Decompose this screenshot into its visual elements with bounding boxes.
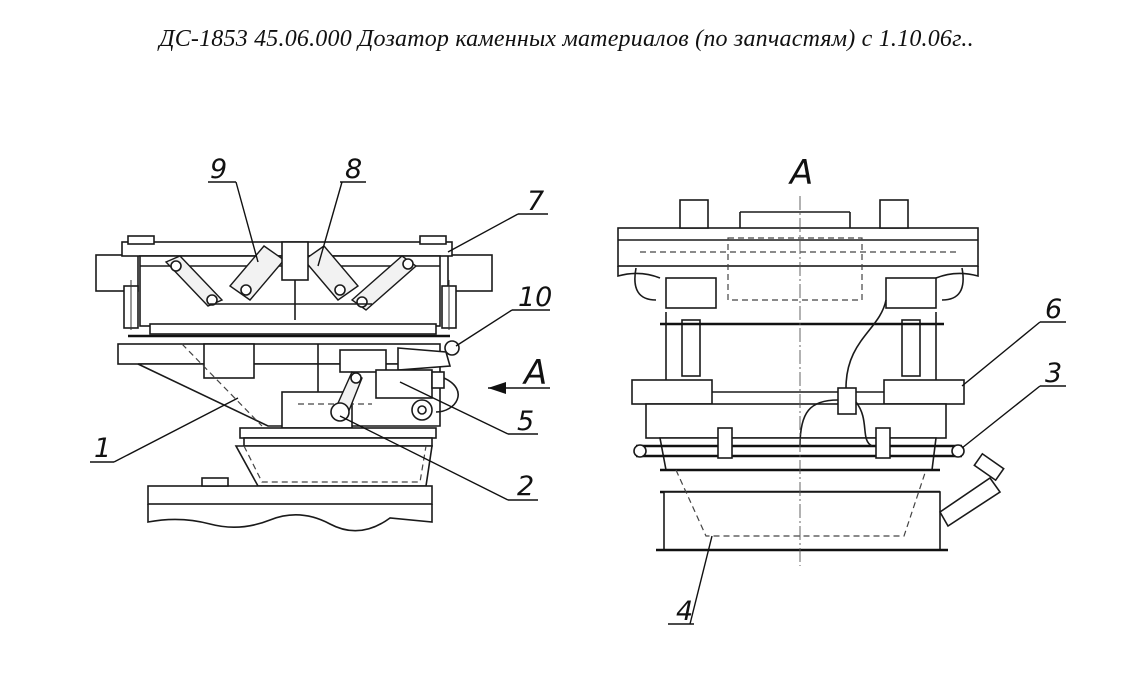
- callout-7: 7: [447, 186, 548, 253]
- front-view: [95, 235, 493, 532]
- callout-1: 1: [90, 397, 239, 464]
- callout-8: 8: [317, 154, 366, 267]
- drawing-title: ДС-1853 45.06.000 Дозатор каменных матер…: [159, 26, 974, 52]
- svg-text:8: 8: [345, 154, 362, 185]
- view-a: [617, 196, 1005, 566]
- svg-text:А: А: [522, 353, 547, 393]
- callout-3: 3: [961, 358, 1066, 449]
- svg-text:9: 9: [210, 154, 227, 185]
- svg-text:4: 4: [676, 596, 693, 627]
- callout-4: 4: [668, 535, 713, 627]
- view-a-label: А: [788, 153, 813, 193]
- lever-mechanism: [164, 241, 418, 320]
- svg-text:10: 10: [518, 282, 552, 313]
- svg-text:7: 7: [527, 186, 544, 217]
- view-a-arrow: А: [488, 353, 550, 394]
- svg-text:А: А: [788, 153, 813, 193]
- callout-6: 6: [961, 294, 1066, 387]
- svg-text:3: 3: [1045, 358, 1062, 389]
- svg-text:5: 5: [517, 406, 534, 437]
- callout-9: 9: [208, 154, 259, 263]
- svg-text:1: 1: [94, 433, 111, 464]
- svg-text:6: 6: [1045, 294, 1062, 325]
- callout-2: 2: [339, 415, 538, 502]
- svg-text:2: 2: [517, 471, 534, 502]
- callout-10: 10: [455, 282, 552, 347]
- callout-5: 5: [399, 381, 538, 437]
